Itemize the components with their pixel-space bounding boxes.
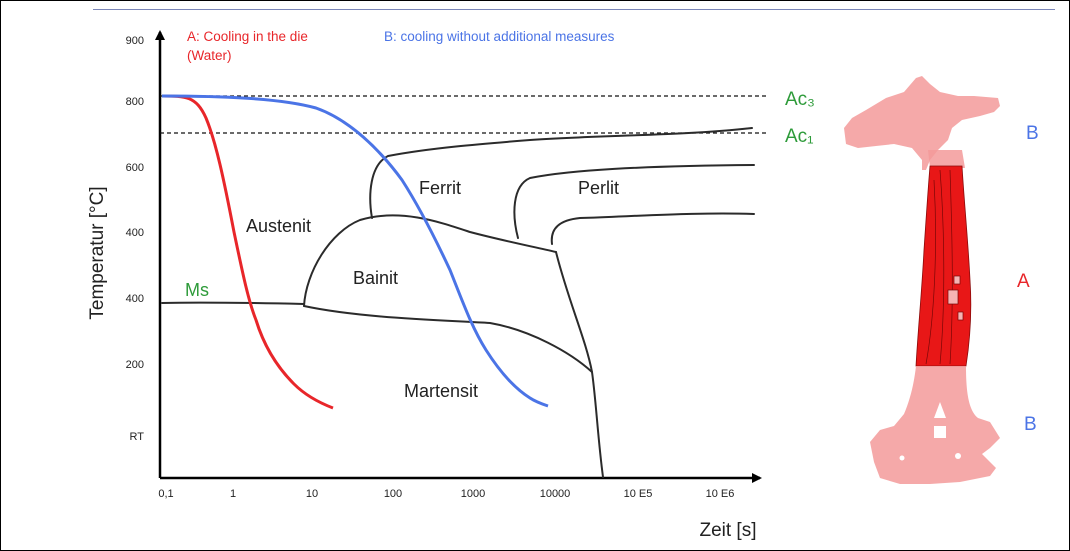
ac3-label: Ac₃ [785,89,815,110]
y-tick-label: 900 [126,35,144,47]
x-tick-label: 1 [230,488,236,500]
pillar-lower-holes [899,402,961,461]
y-tick-label: 800 [126,96,144,108]
y-tick-label: 600 [126,162,144,174]
part-label-bottom: B [1024,414,1037,435]
curve-b-label: B: cooling without additional measures [384,29,615,44]
pillar-hardened-zone [915,165,972,367]
x-tick-label: 0,1 [158,488,173,500]
curve-a-water-cooling [161,94,334,410]
curve-a-label: A: Cooling in the die [187,29,308,44]
b-pillar-illustration [844,76,1000,484]
curve-b-air-cooling [161,94,549,408]
pillar-hardened-texture [925,169,964,365]
x-tick-label: 100 [384,488,402,500]
perlite-start [513,164,755,239]
part-label-top: B [1026,123,1039,144]
x-tick-label: 10 E6 [706,488,735,500]
phase-label-bainit: Bainit [353,268,398,288]
x-tick-labels: 0,1 1 10 100 1000 10000 10 E5 10 E6 [158,488,734,500]
y-tick-label: 400 [126,227,144,239]
martensite-boundary [303,305,593,373]
perlite-finish [550,212,755,245]
phase-labels: Austenit Ferrit Perlit Bainit Martensit [246,178,619,401]
x-axis-title: Zeit [s] [699,520,756,541]
x-tick-label: 10 E5 [624,488,653,500]
phase-label-ferrit: Ferrit [419,178,461,198]
transformation-end [555,251,604,478]
part-label-middle: A [1017,271,1030,292]
phase-label-perlit: Perlit [578,178,619,198]
y-tick-label: RT [130,431,145,443]
ferrite-start [369,127,753,219]
pillar-lower-section [870,366,1000,484]
phase-label-austenit: Austenit [246,216,311,236]
top-rule [93,9,1055,10]
phase-label-martensit: Martensit [404,381,478,401]
y-tick-label: 400 [126,293,144,305]
bainite-nose [303,214,557,307]
curve-a-sublabel: (Water) [187,48,232,63]
x-tick-label: 1000 [461,488,485,500]
x-tick-label: 10 [306,488,318,500]
y-tick-label: 200 [126,359,144,371]
pillar-upper-shaft [928,150,965,168]
y-tick-labels: 900 800 600 400 400 200 RT [126,35,145,443]
ac1-label: Ac₁ [785,126,814,147]
ms-label: Ms [185,280,209,300]
x-tick-label: 10000 [540,488,571,500]
ms-line [161,301,305,305]
phase-boundaries [161,127,755,478]
y-axis-title: Temperatur [°C] [87,186,108,319]
pillar-top-flange [844,76,1000,170]
